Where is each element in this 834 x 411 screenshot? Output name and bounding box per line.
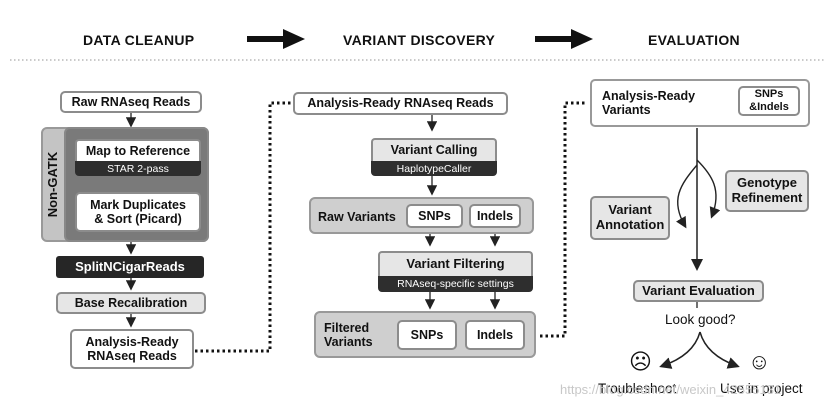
filtered-snps-box: SNPs	[397, 320, 457, 350]
filtered-variants-line2: Variants	[324, 335, 373, 350]
use-in-project-label: Use in project	[720, 381, 803, 396]
happy-face-icon: ☺	[748, 349, 771, 374]
analysis-ready-rnaseq-reads-box: Analysis-Ready RNAseq Reads	[293, 92, 508, 115]
filtered-variants-line1: Filtered	[324, 321, 370, 335]
non-gatk-label: Non-GATK	[45, 151, 61, 218]
analysis-ready-reads-line1: Analysis-Ready	[85, 334, 179, 349]
genotype-refinement-box: Genotype Refinement	[725, 170, 809, 212]
header-evaluation: EVALUATION	[648, 32, 740, 48]
variant-calling-box: Variant Calling	[371, 138, 497, 161]
analysis-ready-variants-line2: Variants	[602, 103, 651, 117]
header-arrow-2	[535, 29, 593, 49]
genotype-refinement-line1: Genotype	[737, 175, 797, 191]
filtered-indels-box: Indels	[465, 320, 525, 350]
variant-annotation-line1: Variant	[608, 202, 652, 218]
haplotypecaller-label: HaplotypeCaller	[371, 161, 497, 176]
variant-filtering-box: Variant Filtering	[378, 251, 533, 276]
look-good-question: Look good?	[665, 312, 736, 327]
variant-annotation-box: Variant Annotation	[590, 196, 670, 240]
analysis-ready-reads-line2: RNAseq Reads	[87, 349, 177, 363]
header-data-cleanup: DATA CLEANUP	[83, 32, 195, 48]
snps-indels-tag-line1: SNPs	[754, 88, 784, 101]
filtered-variants-label: Filtered Variants	[324, 321, 373, 350]
header-arrow-1	[247, 29, 305, 49]
raw-indels-box: Indels	[469, 204, 521, 228]
variant-annotation-line2: Annotation	[595, 217, 665, 232]
variant-evaluation-box: Variant Evaluation	[633, 280, 764, 302]
mark-duplicates-line1: Mark Duplicates	[90, 197, 186, 212]
raw-variants-label: Raw Variants	[318, 210, 396, 224]
watermark-text: https://blog.csdn.net/weixin_42555131	[560, 382, 782, 397]
raw-rnaseq-reads-box: Raw RNAseq Reads	[60, 91, 202, 113]
mark-duplicates-box: Mark Duplicates & Sort (Picard)	[75, 192, 201, 232]
map-to-reference-box: Map to Reference	[75, 139, 201, 161]
analysis-ready-variants-line1: Analysis-Ready	[602, 88, 696, 103]
splitncigarreads-box: SplitNCigarReads	[56, 256, 204, 278]
genotype-refinement-line2: Refinement	[731, 190, 803, 205]
base-recalibration-box: Base Recalibration	[56, 292, 206, 314]
snps-indels-tag-line2: &Indels	[749, 101, 789, 113]
star-2pass-label: STAR 2-pass	[75, 161, 201, 176]
troubleshoot-label: Troubleshoot	[598, 381, 677, 396]
sad-face-icon: ☹	[629, 349, 652, 374]
analysis-ready-variants-text: Analysis-Ready Variants	[602, 89, 695, 118]
analysis-ready-reads-box: Analysis-Ready RNAseq Reads	[70, 329, 194, 369]
raw-snps-box: SNPs	[406, 204, 463, 228]
header-variant-discovery: VARIANT DISCOVERY	[343, 32, 496, 48]
non-gatk-label-wrap: Non-GATK	[43, 127, 63, 242]
rnaseq-settings-label: RNAseq-specific settings	[378, 276, 533, 292]
snps-indels-tag: SNPs &Indels	[738, 86, 800, 116]
mark-duplicates-line2: & Sort (Picard)	[94, 212, 182, 226]
